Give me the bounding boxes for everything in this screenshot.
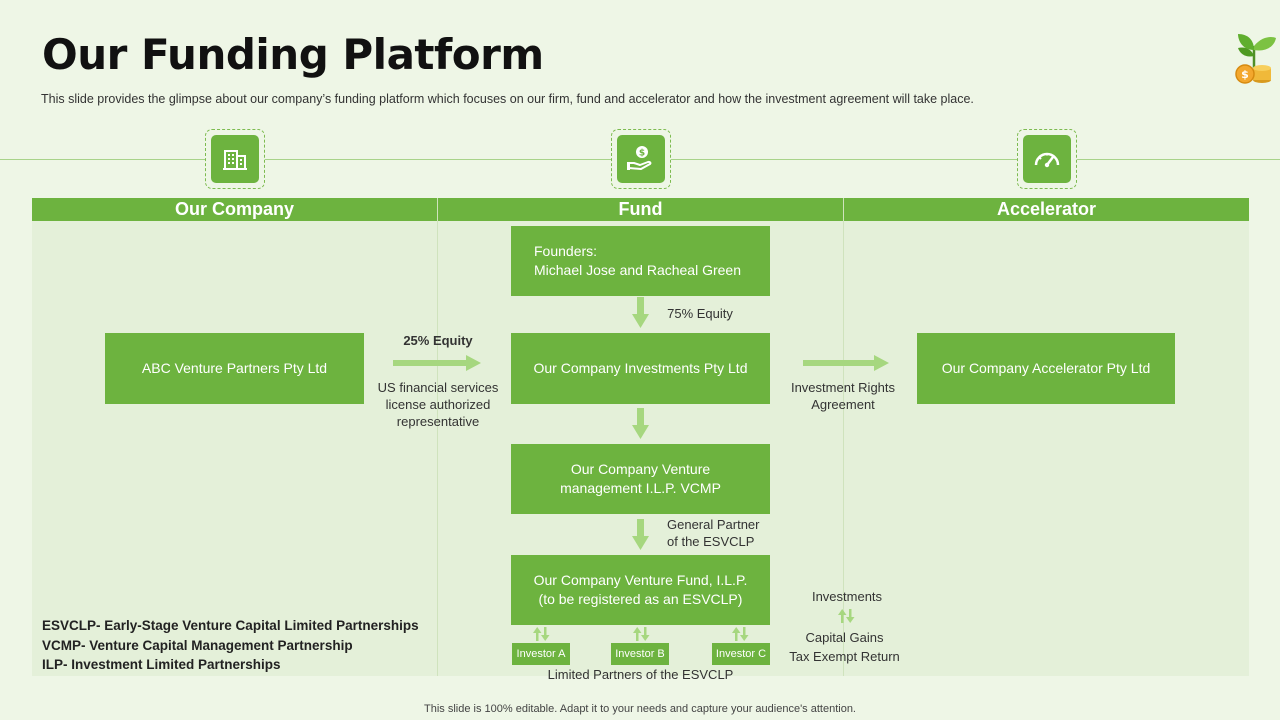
investment-rights-line: Investment Rights	[790, 380, 896, 395]
us-financial-line: license authorized	[385, 397, 491, 412]
column-title-fund: Fund	[618, 199, 663, 219]
arrow-down-icon	[632, 297, 649, 328]
general-partner-label: General Partner of the ESVCLP	[667, 516, 760, 550]
founders-names: Michael Jose and Racheal Green	[534, 262, 742, 278]
limited-partners-label: Limited Partners of the ESVCLP	[547, 667, 734, 682]
fund-icon-frame: $	[611, 129, 671, 189]
page-subtitle: This slide provides the glimpse about ou…	[41, 92, 974, 106]
footer-note: This slide is 100% editable. Adapt it to…	[424, 703, 856, 715]
arrow-right-icon	[393, 355, 481, 371]
column-header-bar	[32, 198, 1249, 221]
equity-25-label: 25% Equity	[403, 333, 473, 348]
acronym-legend: ESVCLP- Early-Stage Venture Capital Limi…	[42, 616, 419, 675]
investment-rights-label: Investment Rights Agreement	[778, 379, 908, 413]
speedometer-icon	[1023, 135, 1071, 183]
legend-item: ESVCLP- Early-Stage Venture Capital Limi…	[42, 618, 419, 633]
arrow-updown-icon	[533, 627, 550, 641]
investor-box: Investor C	[712, 643, 770, 665]
investor-box: Investor B	[611, 643, 669, 665]
tax-exempt-line: Tax Exempt Return	[789, 649, 900, 664]
legend-item: ILP- Investment Limited Partnerships	[42, 657, 281, 672]
column-separator	[843, 198, 844, 676]
capital-gains-line: Capital Gains	[805, 630, 884, 645]
arrow-down-icon	[632, 408, 649, 439]
us-financial-line: representative	[396, 414, 480, 429]
investor-box: Investor A	[512, 643, 570, 665]
panel-accelerator	[844, 221, 1249, 676]
general-partner-line: of the ESVCLP	[667, 534, 755, 549]
vcmp-line: Our Company Venture	[570, 461, 711, 477]
hand-money-icon: $	[617, 135, 665, 183]
venture-fund-line: (to be registered as an ESVCLP)	[538, 591, 743, 607]
us-financial-line: US financial services	[377, 380, 499, 395]
column-separator	[437, 198, 438, 676]
accelerator-icon-frame	[1017, 129, 1077, 189]
arrow-updown-icon	[633, 627, 650, 641]
svg-text:$: $	[1241, 68, 1249, 81]
investment-rights-line: Agreement	[811, 397, 875, 412]
plant-coins-logo-icon: $	[1232, 28, 1278, 88]
column-title-our-company: Our Company	[174, 199, 294, 219]
general-partner-line: General Partner	[667, 517, 760, 532]
page-title: Our Funding Platform	[42, 30, 544, 79]
panel-our-company	[32, 221, 437, 676]
investments-label: Investments	[811, 589, 883, 604]
our-company-icon-frame	[205, 129, 265, 189]
arrow-right-icon	[803, 355, 889, 371]
vcmp-box: Our Company Venture management I.L.P. VC…	[511, 444, 770, 514]
venture-fund-line: Our Company Venture Fund, I.L.P.	[533, 572, 748, 588]
founders-label: Founders:	[534, 243, 598, 259]
vcmp-line: management I.L.P. VCMP	[560, 480, 721, 496]
arrow-down-icon	[632, 519, 649, 550]
arrow-updown-icon	[732, 627, 749, 641]
us-financial-label: US financial services license authorized…	[368, 379, 508, 430]
abc-venture-box: ABC Venture Partners Pty Ltd	[105, 333, 364, 404]
venture-fund-box: Our Company Venture Fund, I.L.P. (to be …	[511, 555, 770, 625]
accelerator-box: Our Company Accelerator Pty Ltd	[917, 333, 1175, 404]
investments-box: Our Company Investments Pty Ltd	[511, 333, 770, 404]
arrow-updown-icon	[838, 609, 855, 623]
building-icon	[211, 135, 259, 183]
legend-item: VCMP- Venture Capital Management Partner…	[42, 637, 353, 653]
returns-label: Capital Gains Tax Exempt Return	[777, 629, 912, 665]
founders-box: Founders: Michael Jose and Racheal Green	[511, 226, 770, 296]
svg-text:$: $	[639, 149, 645, 159]
column-title-accelerator: Accelerator	[996, 199, 1097, 219]
equity-75-label: 75% Equity	[667, 306, 733, 321]
